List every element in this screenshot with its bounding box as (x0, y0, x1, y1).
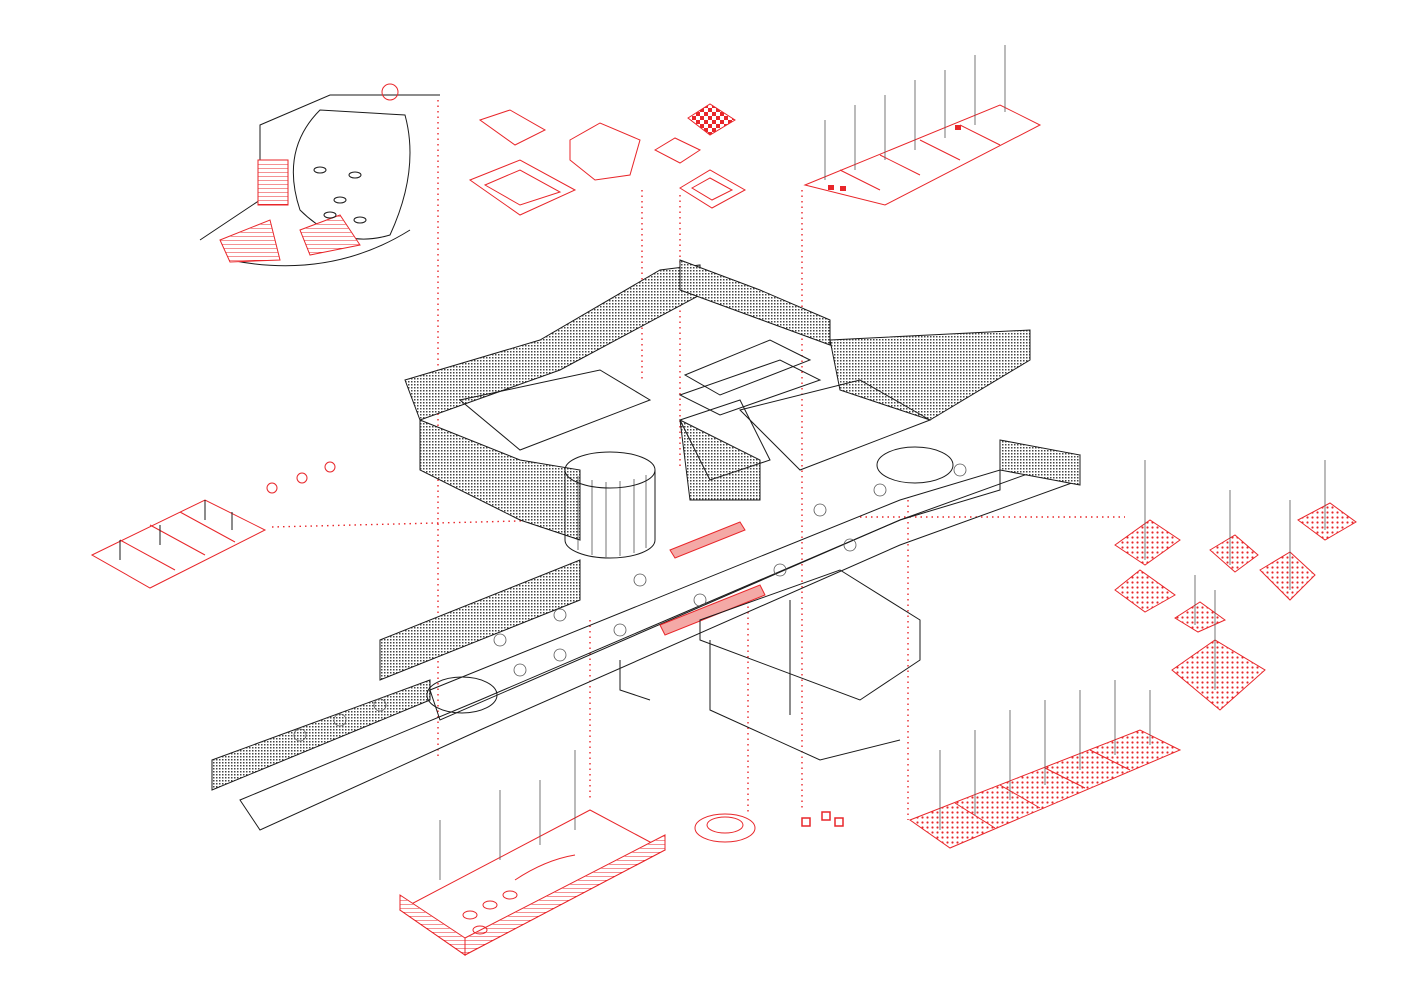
main-corridor (211, 439, 1081, 831)
building-block (404, 259, 1031, 559)
playground-vignette (399, 750, 667, 956)
sports-court-vignette (90, 461, 336, 589)
surface-icons (468, 103, 747, 216)
lower-structure (619, 569, 921, 761)
tree-mounds-vignette (1114, 460, 1357, 711)
chairs (801, 811, 844, 827)
tree-grid-top-right (803, 45, 1042, 206)
roundabout-vignette (199, 83, 440, 267)
bench-circle (694, 813, 756, 843)
tree-grid-bottom-right (908, 680, 1182, 849)
